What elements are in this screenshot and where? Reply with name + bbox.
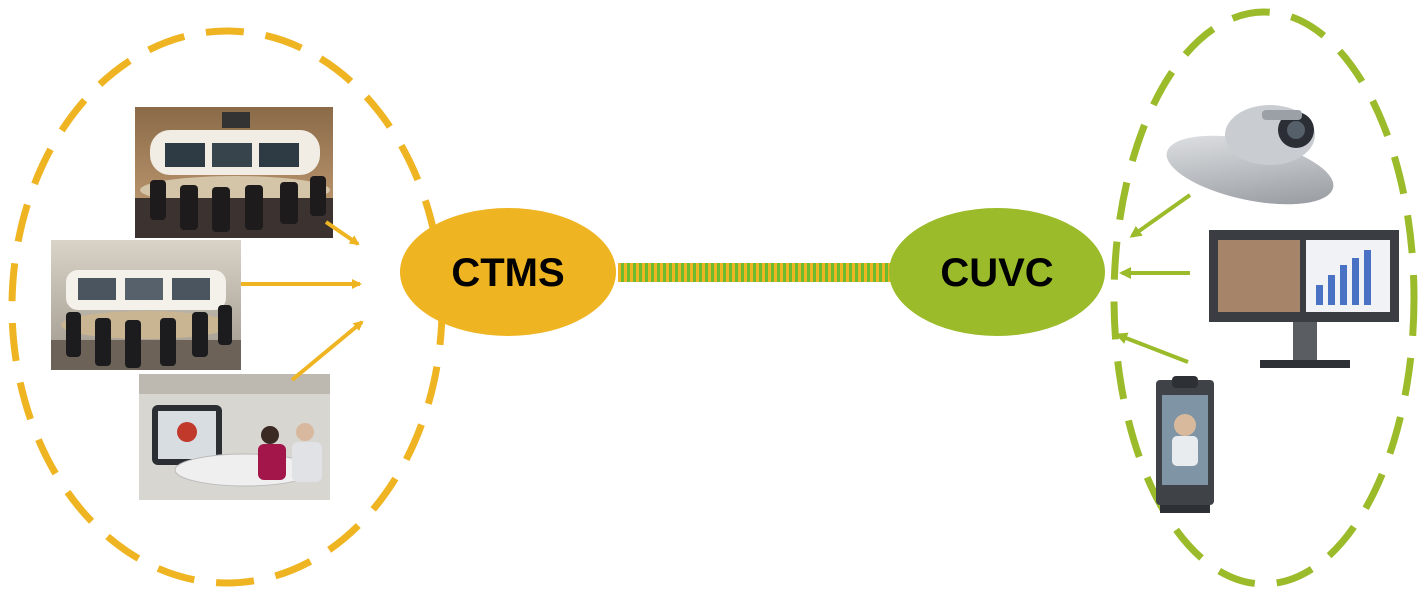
telepresence-room-1 xyxy=(135,107,333,238)
dual-display-endpoint xyxy=(1209,230,1399,368)
arrow-camera-to-cuvc xyxy=(1129,193,1192,238)
cuvc-label: CUVC xyxy=(940,251,1053,295)
cuvc-node xyxy=(889,208,1105,336)
telepresence-room-2 xyxy=(51,240,241,370)
desktop-video-endpoint xyxy=(1156,376,1214,513)
ctms-node xyxy=(400,208,616,336)
right-group-boundary xyxy=(1110,8,1418,588)
arrow-desktop-to-cuvc xyxy=(1115,332,1189,364)
telepresence-room-3 xyxy=(139,374,330,500)
arrow-room1-to-ctms xyxy=(324,220,360,246)
ptz-camera-codec xyxy=(1166,105,1334,205)
arrow-room3-to-ctms xyxy=(290,320,364,382)
ctms-cuvc-link xyxy=(618,263,898,282)
ctms-label: CTMS xyxy=(451,251,564,295)
